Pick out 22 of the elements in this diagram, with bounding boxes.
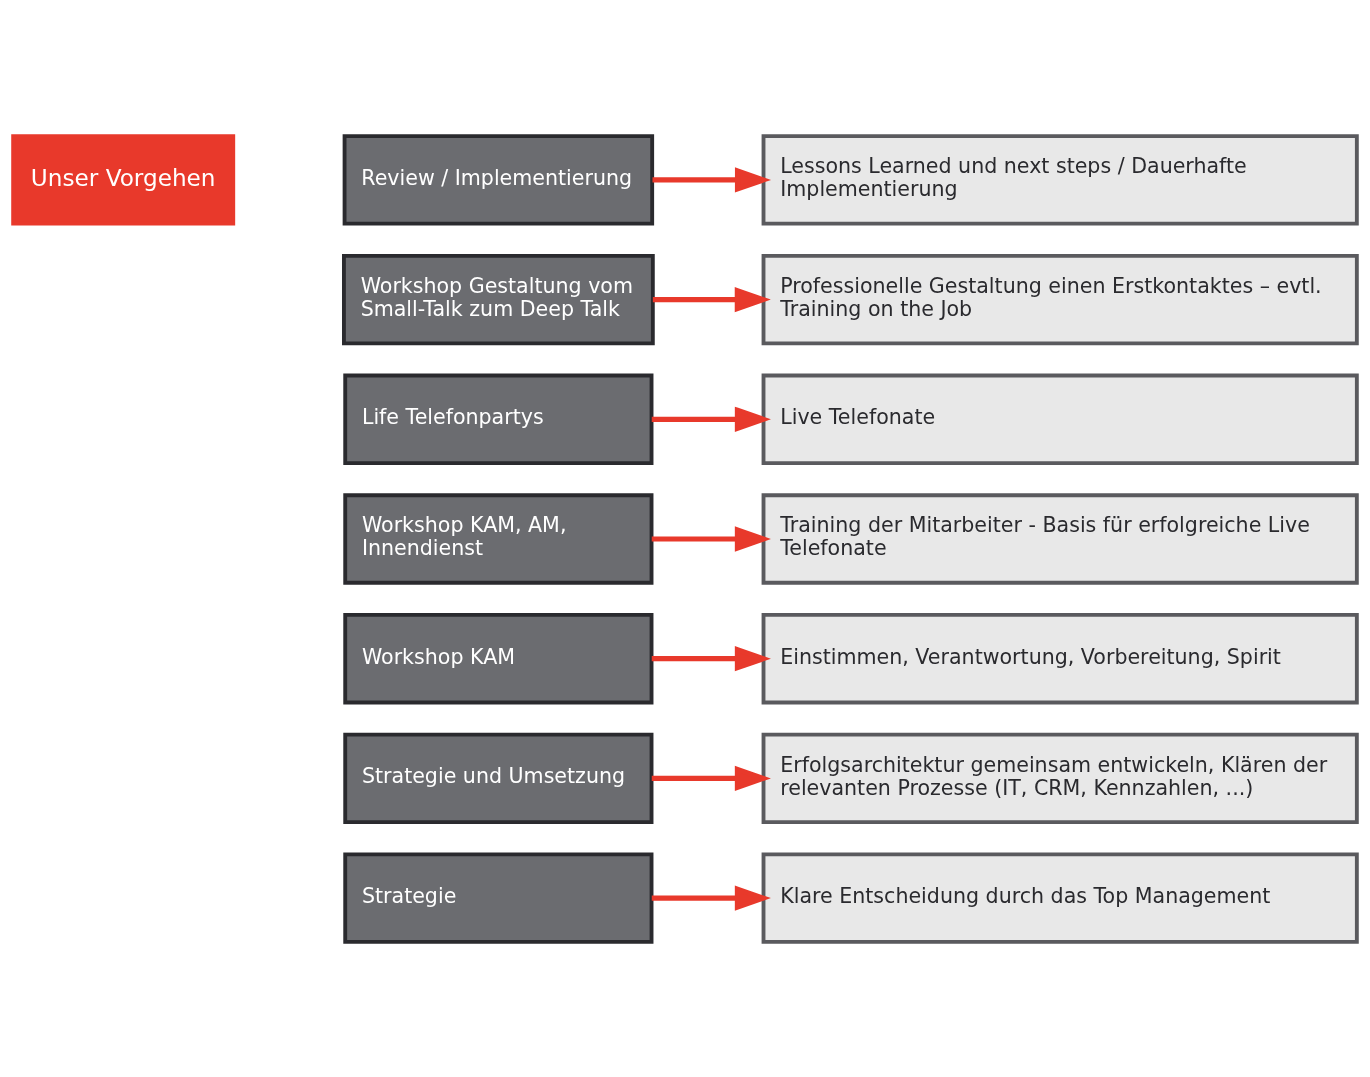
node-box: Live Telefonate [761, 373, 1359, 465]
arrow [651, 525, 771, 552]
arrow [651, 884, 771, 911]
node-box: Strategie [343, 851, 654, 944]
node-box: Einstimmen, Verantwortung, Vorbereitung, Spirit [761, 612, 1359, 704]
node-box: Workshop Gestaltung vom Small-Talk zum Deep Talk [342, 253, 655, 345]
node-box: Workshop KAM [343, 612, 654, 704]
arrow [651, 406, 771, 432]
arrow [652, 286, 771, 312]
node-box: Professionelle Gestaltung einen Erstkontaktes – evtl. Training on the Job [761, 253, 1359, 345]
node-box: Life Telefonpartys [343, 373, 654, 465]
arrow [651, 765, 771, 791]
arrow [652, 166, 772, 193]
node-box: Erfolgsarchitektur gemeinsam entwickeln, Klären der relevanten Prozesse (IT, CRM, Kennzahlen, ...) [761, 732, 1359, 824]
node-box: Lessons Learned und next steps / Dauerhafte Implementierung [761, 133, 1359, 226]
node-box: Training der Mitarbeiter - Basis für erfolgreiche Live Telefonate [761, 492, 1359, 585]
node-box: Workshop KAM, AM, Innendienst [343, 492, 654, 585]
label: Unser Vorgehen [30, 164, 216, 191]
node-box: Review / Implementierung [342, 133, 655, 226]
node-box: Strategie und Umsetzung [343, 732, 654, 824]
node-box: Klare Entscheidung durch das Top Management [761, 851, 1359, 944]
arrow [651, 645, 771, 671]
